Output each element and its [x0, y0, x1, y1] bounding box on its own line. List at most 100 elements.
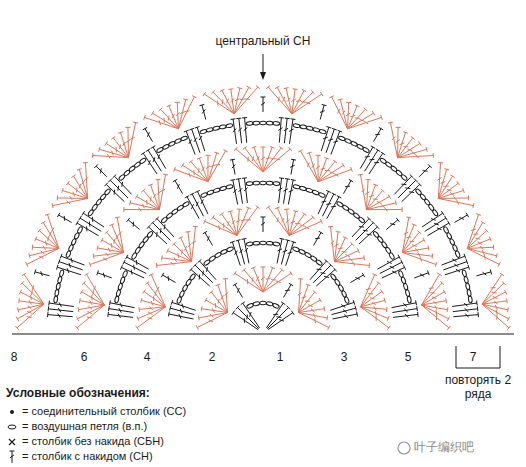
- stitch-top: [372, 111, 375, 115]
- stitch-top: [195, 127, 200, 129]
- row-number: 2: [209, 350, 216, 364]
- stitch-slash: [436, 315, 437, 320]
- stitch-slash: [464, 303, 468, 307]
- chain-loop: [312, 127, 319, 132]
- chain-loop: [56, 283, 61, 290]
- stitch-stem: [366, 209, 402, 210]
- stitch-top: [428, 246, 430, 251]
- stitch-slash: [404, 232, 408, 234]
- stitch-top: [60, 254, 62, 259]
- stitch-stem: [202, 105, 206, 119]
- label-text: 8: [11, 350, 18, 364]
- stitch-slash: [92, 217, 93, 222]
- stitch-slash: [434, 223, 439, 225]
- stitch-slash: [403, 146, 408, 147]
- stitch-slash: [244, 318, 245, 323]
- stitch-stem: [80, 218, 101, 231]
- stitch-slash: [435, 305, 437, 309]
- row-number: 5: [405, 350, 412, 364]
- stitch-top: [203, 92, 206, 96]
- stitch-top: [376, 149, 380, 152]
- stitch-slash: [178, 253, 179, 258]
- stitch-top: [349, 179, 353, 182]
- stitch-slash: [157, 191, 161, 194]
- stitch-stem: [57, 197, 87, 199]
- stitch-top: [223, 278, 228, 279]
- stitch-top: [19, 290, 21, 294]
- stitch-stem: [77, 223, 99, 236]
- stitch-top: [506, 298, 508, 303]
- stitch-slash: [283, 97, 285, 102]
- stitch-slash: [209, 320, 213, 322]
- stitch-top: [363, 255, 365, 260]
- stitch-top: [411, 136, 415, 139]
- label-text: 6: [81, 350, 88, 364]
- stitch-top: [355, 306, 356, 311]
- stitch-slash: [73, 192, 75, 197]
- stitch-slash: [82, 180, 85, 184]
- stitch-stem: [237, 209, 240, 235]
- stitch-slash: [392, 137, 395, 141]
- stitch-stem: [178, 97, 194, 129]
- stitch-slash: [301, 297, 306, 299]
- stitch-top: [101, 238, 104, 242]
- stitch-slash: [283, 189, 287, 191]
- stitch-slash: [232, 164, 235, 168]
- stitch-stem: [344, 181, 352, 194]
- stitch-slash: [430, 292, 435, 294]
- stitch-stem: [360, 147, 373, 169]
- stitch-slash: [232, 220, 235, 224]
- stitch-top: [113, 174, 117, 177]
- stitch-slash: [168, 116, 170, 121]
- stitch-stem: [48, 315, 73, 317]
- stitch-stem: [187, 197, 199, 219]
- stitch-slash: [369, 195, 374, 196]
- stitch-top: [324, 157, 329, 159]
- stitch-top: [328, 226, 333, 228]
- chain-loop: [246, 182, 253, 186]
- stitch-top: [289, 147, 292, 151]
- stitch-top: [172, 242, 176, 246]
- stitch-top: [384, 298, 385, 303]
- stitch-stem: [59, 215, 72, 223]
- stitch-slash: [158, 154, 160, 159]
- stitch-slash: [279, 320, 284, 322]
- stitch-top: [243, 146, 247, 149]
- stitch-slash: [212, 308, 214, 312]
- chain-symbol: [8, 425, 16, 429]
- stitch-slash: [221, 295, 224, 299]
- stitch-slash: [161, 189, 165, 191]
- stitch-top: [353, 300, 355, 305]
- stitch-top: [346, 102, 351, 103]
- stitch-slash: [334, 244, 338, 246]
- stitch-slash: [392, 271, 396, 273]
- stitch-top: [242, 238, 247, 240]
- stitch-top: [228, 211, 233, 212]
- stitch-top: [293, 88, 298, 90]
- chain-loop: [330, 273, 337, 281]
- stitch-top: [302, 213, 306, 216]
- stitch-slash: [492, 292, 497, 294]
- chain-loop: [336, 201, 344, 208]
- stitch-top: [291, 241, 296, 243]
- stitch-slash: [126, 139, 130, 142]
- stitch-top: [76, 317, 78, 321]
- stitch-stem: [369, 153, 383, 174]
- stitch-top: [18, 307, 19, 312]
- stitch-top: [493, 245, 494, 250]
- legend-text: = столбик с накидом (СН): [22, 450, 153, 462]
- stitch-slash: [94, 286, 96, 291]
- stitch-slash: [496, 315, 497, 320]
- stitch-stem: [175, 169, 208, 181]
- stitch-top: [189, 268, 192, 272]
- stitch-slash: [338, 248, 343, 249]
- stitch-stem: [365, 150, 378, 171]
- stitch-stem: [90, 253, 124, 265]
- stitch-stem: [127, 257, 149, 269]
- stitch-top: [275, 207, 280, 209]
- stitch-top: [319, 298, 322, 302]
- stitch-top: [293, 211, 298, 212]
- stitch-top: [507, 317, 509, 321]
- stitch-stem: [340, 99, 347, 128]
- stitch-slash: [266, 158, 271, 159]
